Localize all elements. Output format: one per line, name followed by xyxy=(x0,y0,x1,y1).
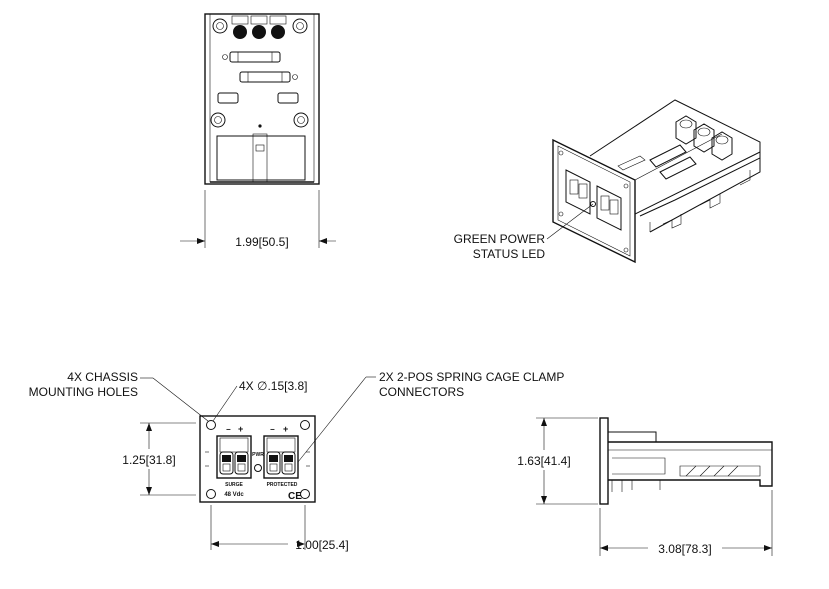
front-spacing-dimension: 1.00[25.4] xyxy=(210,505,349,552)
side-view xyxy=(599,417,773,505)
side-height-label: 1.63[41.4] xyxy=(517,454,570,468)
isometric-view xyxy=(552,99,761,264)
surge-plus: + xyxy=(238,424,243,434)
protected-plus: + xyxy=(283,424,288,434)
front-view: − + − + PWR xyxy=(199,415,316,503)
chassis-holes-note: 4X CHASSIS MOUNTING HOLES xyxy=(29,370,209,422)
green-led-line-1: GREEN POWER xyxy=(454,232,546,246)
ce-mark: CE xyxy=(288,491,302,502)
protected-minus: − xyxy=(270,425,275,434)
pwr-label: PWR xyxy=(252,452,264,458)
surge-connector xyxy=(216,435,252,479)
side-depth-label: 3.08[78.3] xyxy=(658,542,711,556)
power-led xyxy=(254,464,262,472)
front-height-dimension: 1.25[31.8] xyxy=(122,422,196,496)
connector-line-1: 2X 2-POS SPRING CAGE CLAMP xyxy=(379,370,564,384)
hole-diameter-label: 4X ∅.15[3.8] xyxy=(239,379,308,393)
top-width-label: 1.99[50.5] xyxy=(235,235,288,249)
front-height-label: 1.25[31.8] xyxy=(122,453,175,467)
surge-label: SURGE xyxy=(225,482,243,488)
top-view xyxy=(204,13,320,185)
gdt-components xyxy=(231,15,287,39)
fuse-components xyxy=(222,51,298,83)
protected-connector xyxy=(263,435,299,479)
connector-note: 2X 2-POS SPRING CAGE CLAMP CONNECTORS xyxy=(297,370,564,463)
chassis-holes-line-1: 4X CHASSIS xyxy=(67,370,138,384)
green-led-note: GREEN POWER STATUS LED xyxy=(454,203,594,261)
protected-label: PROTECTED xyxy=(267,482,298,488)
chassis-holes-line-2: MOUNTING HOLES xyxy=(29,385,138,399)
front-spacing-label: 1.00[25.4] xyxy=(295,538,348,552)
side-depth-dimension: 3.08[78.3] xyxy=(599,490,773,556)
connector-line-2: CONNECTORS xyxy=(379,385,464,399)
top-width-dimension: 1.99[50.5] xyxy=(180,190,336,249)
green-led-line-2: STATUS LED xyxy=(473,247,546,261)
surge-minus: − xyxy=(226,425,231,434)
hole-diameter-note: 4X ∅.15[3.8] xyxy=(212,379,308,422)
voltage-label: 48 Vdc xyxy=(224,492,244,498)
mounting-holes xyxy=(206,420,310,499)
side-height-dimension: 1.63[41.4] xyxy=(517,417,598,505)
